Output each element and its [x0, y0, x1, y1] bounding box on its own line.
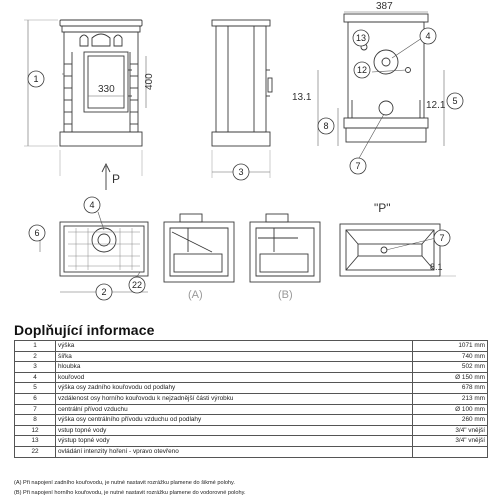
view-p-title: "P" [374, 201, 391, 215]
row-label: hloubka [55, 361, 413, 373]
view-p-arrow-label: P [112, 172, 120, 186]
callout-7-p [433, 229, 451, 247]
callout-2 [95, 283, 113, 301]
row-value: 1071 mm [412, 340, 488, 352]
row-label: vzdálenost osy horního kouřovodu k nejza… [55, 392, 413, 405]
callout-4-back-label: 4 [425, 31, 430, 41]
callout-1-label: 1 [33, 74, 38, 84]
callout-8 [317, 117, 335, 135]
callout-2-label: 2 [101, 287, 106, 297]
row-value: 260 mm [412, 414, 488, 426]
dim-400: 400 [144, 73, 155, 90]
row-value: Ø 100 mm [412, 403, 488, 416]
row-number: 3 [14, 361, 56, 373]
row-value: 502 mm [412, 361, 488, 373]
callout-4-top-label: 4 [89, 200, 94, 210]
callout-12-label: 12 [357, 65, 367, 75]
dim-13-1: 13.1 [292, 92, 312, 103]
callout-22-label: 22 [132, 280, 142, 290]
callout-7-back-label: 7 [355, 161, 360, 171]
callout-7-back [349, 157, 367, 175]
row-label: ovládání intenzity hoření - vpravo otevř… [55, 445, 413, 458]
row-number: 12 [14, 424, 56, 437]
variant-a-label: (A) [188, 289, 203, 301]
callout-3-label: 3 [238, 167, 243, 177]
section-a [163, 213, 235, 283]
callout-3 [232, 163, 250, 181]
side-view [211, 19, 273, 147]
row-label: vstup topné vody [55, 424, 413, 437]
row-number: 13 [14, 435, 56, 447]
row-number: 2 [14, 350, 56, 363]
front-view [59, 19, 147, 147]
dim-12-1: 12.1 [426, 100, 446, 111]
view-p [339, 223, 441, 277]
note-b: (B) Při napojení horního kouřovodu, je n… [14, 489, 246, 496]
row-number: 1 [14, 340, 56, 352]
dim-387: 387 [376, 1, 393, 12]
row-number: 8 [14, 414, 56, 426]
callout-7-p-label: 7 [439, 233, 444, 243]
callout-12 [353, 61, 371, 79]
callout-13-label: 13 [356, 33, 366, 43]
row-value: 213 mm [412, 392, 488, 405]
row-value [412, 445, 488, 458]
callout-13 [352, 29, 370, 47]
top-view [59, 221, 149, 277]
row-label: výstup topné vody [55, 435, 413, 447]
row-label: výška [55, 340, 413, 352]
callout-6 [28, 224, 46, 242]
row-value: 3/4" vnější [412, 435, 488, 447]
info-heading: Doplňující informace [14, 322, 155, 338]
callout-5-label: 5 [452, 96, 457, 106]
row-number: 4 [14, 371, 56, 384]
row-label: centrální přívod vzduchu [55, 403, 413, 416]
note-a: (A) Při napojení zadního kouřovodu, je n… [14, 480, 235, 486]
row-label: šířka [55, 350, 413, 363]
callout-1 [27, 70, 45, 88]
row-number: 5 [14, 382, 56, 394]
back-view [343, 13, 429, 143]
row-value: Ø 150 mm [412, 371, 488, 384]
row-value: 3/4" vnější [412, 424, 488, 437]
row-label: výška osy zadního kouřovodu od podlahy [55, 382, 413, 394]
callout-4-back [419, 27, 437, 45]
row-number: 6 [14, 392, 56, 405]
row-value: 678 mm [412, 382, 488, 394]
dim-8-1: 8.1 [430, 262, 443, 272]
row-label: kouřovod [55, 371, 413, 384]
callout-22 [128, 276, 146, 294]
technical-drawing: 1 2 3 4 4 5 6 7 7 8 12 13 22 330 400 387… [24, 1, 464, 301]
row-label: výška osy centrálního přívodu vzduchu od… [55, 414, 413, 426]
callout-6-label: 6 [34, 228, 39, 238]
section-b [249, 213, 321, 283]
variant-b-label: (B) [278, 289, 293, 301]
notes: (A) Při napojení zadního kouřovodu, je n… [14, 479, 246, 498]
callout-8-label: 8 [323, 121, 328, 131]
dim-330: 330 [98, 84, 115, 95]
row-value: 740 mm [412, 350, 488, 363]
row-number: 7 [14, 403, 56, 416]
callout-4-top [83, 196, 101, 214]
callout-5 [446, 92, 464, 110]
row-number: 22 [14, 445, 56, 458]
